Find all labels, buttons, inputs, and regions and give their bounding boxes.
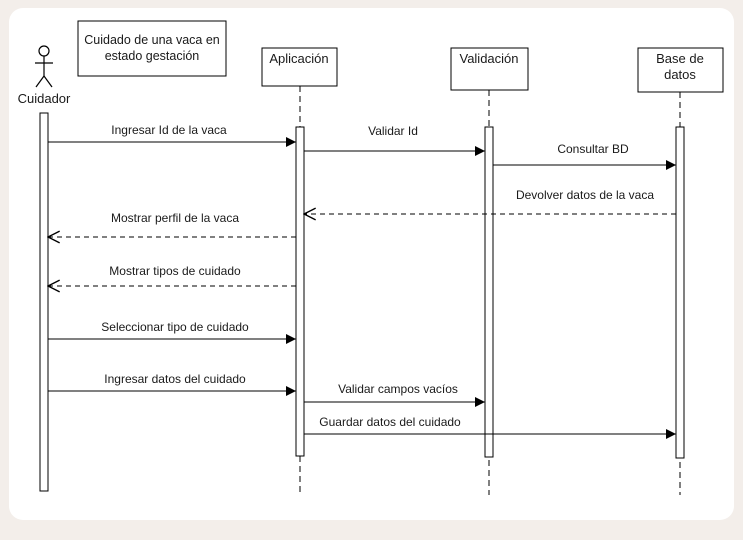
message-label: Ingresar Id de la vaca	[111, 123, 227, 137]
message-label: Ingresar datos del cuidado	[104, 372, 246, 386]
message-m4: Devolver datos de la vaca	[304, 188, 676, 214]
participant-label-line-2: datos	[664, 67, 696, 82]
message-m10: Guardar datos del cuidado	[304, 415, 676, 439]
message-label: Validar Id	[368, 124, 418, 138]
message-label: Seleccionar tipo de cuidado	[101, 320, 249, 334]
note-box: Cuidado de una vaca en estado gestación	[77, 20, 227, 77]
activation-bar-aplicacion	[295, 126, 305, 457]
message-m7: Seleccionar tipo de cuidado	[48, 320, 296, 344]
message-m3: Consultar BD	[493, 142, 676, 170]
message-label: Devolver datos de la vaca	[516, 188, 654, 202]
diagram-canvas: Cuidado de una vaca en estado gestación …	[9, 8, 734, 520]
message-m9: Validar campos vacíos	[304, 382, 485, 407]
stick-figure-icon	[35, 45, 53, 88]
message-label: Mostrar tipos de cuidado	[109, 264, 241, 278]
message-m1: Ingresar Id de la vaca	[48, 123, 296, 147]
activation-bar-cuidador	[39, 112, 49, 492]
message-m2: Validar Id	[304, 124, 485, 156]
sequence-diagram: Cuidado de una vaca en estado gestación …	[18, 20, 724, 495]
participant-label-line-1: Base de	[656, 51, 704, 66]
activation-bar-base-de-datos	[675, 126, 685, 459]
message-m6: Mostrar tipos de cuidado	[48, 264, 296, 286]
participant-aplicacion: Aplicación	[261, 47, 338, 87]
participant-base-de-datos: Base de datos	[637, 47, 724, 93]
message-label: Validar campos vacíos	[338, 382, 458, 396]
actor-label: Cuidador	[18, 91, 71, 106]
activation-bar-validacion	[484, 126, 494, 458]
note-line-1: Cuidado de una vaca en	[84, 33, 220, 47]
message-label: Consultar BD	[557, 142, 629, 156]
message-label: Mostrar perfil de la vaca	[111, 211, 239, 225]
participant-label: Validación	[459, 51, 518, 66]
message-m5: Mostrar perfil de la vaca	[48, 211, 296, 237]
note-line-2: estado gestación	[105, 49, 200, 63]
actor-cuidador: Cuidador	[18, 45, 71, 106]
message-m8: Ingresar datos del cuidado	[48, 372, 296, 396]
participant-label: Aplicación	[269, 51, 328, 66]
message-label: Guardar datos del cuidado	[319, 415, 461, 429]
participant-validacion: Validación	[450, 47, 529, 91]
